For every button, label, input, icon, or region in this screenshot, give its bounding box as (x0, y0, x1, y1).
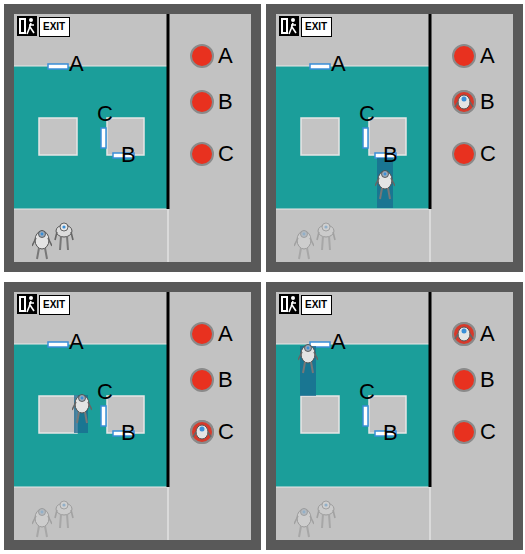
button-letter: C (218, 143, 234, 165)
panel-letter: C (359, 103, 375, 125)
sign-text: EXIT (305, 19, 328, 35)
button-letter: B (480, 91, 495, 113)
button-letter: B (218, 91, 233, 113)
panel-letter: A (331, 53, 346, 75)
sign-text: EXIT (305, 297, 328, 313)
button-letter: B (480, 369, 495, 391)
button-letter: B (218, 369, 233, 391)
exit-sign: EXIT (301, 295, 332, 315)
panel-letter: B (121, 422, 136, 444)
sign-text: EXIT (43, 297, 66, 313)
panel-letter: A (69, 331, 84, 353)
sign-text: EXIT (43, 19, 66, 35)
exit-sign: EXIT (39, 17, 70, 37)
exit-sign: EXIT (301, 17, 332, 37)
button-letter: C (218, 421, 234, 443)
panel-letter: C (359, 381, 375, 403)
button-letter: A (480, 323, 495, 345)
panel-letter: B (121, 144, 136, 166)
panel-letter: C (97, 103, 113, 125)
button-letter: A (218, 323, 233, 345)
button-letter: A (218, 45, 233, 67)
panel-letter: B (383, 422, 398, 444)
exit-sign: EXIT (39, 295, 70, 315)
button-letter: C (480, 143, 496, 165)
panel-letter: A (69, 53, 84, 75)
panel-letter: A (331, 331, 346, 353)
panel-letter: B (383, 144, 398, 166)
button-letter: A (480, 45, 495, 67)
button-letter: C (480, 421, 496, 443)
panel-letter: C (97, 381, 113, 403)
